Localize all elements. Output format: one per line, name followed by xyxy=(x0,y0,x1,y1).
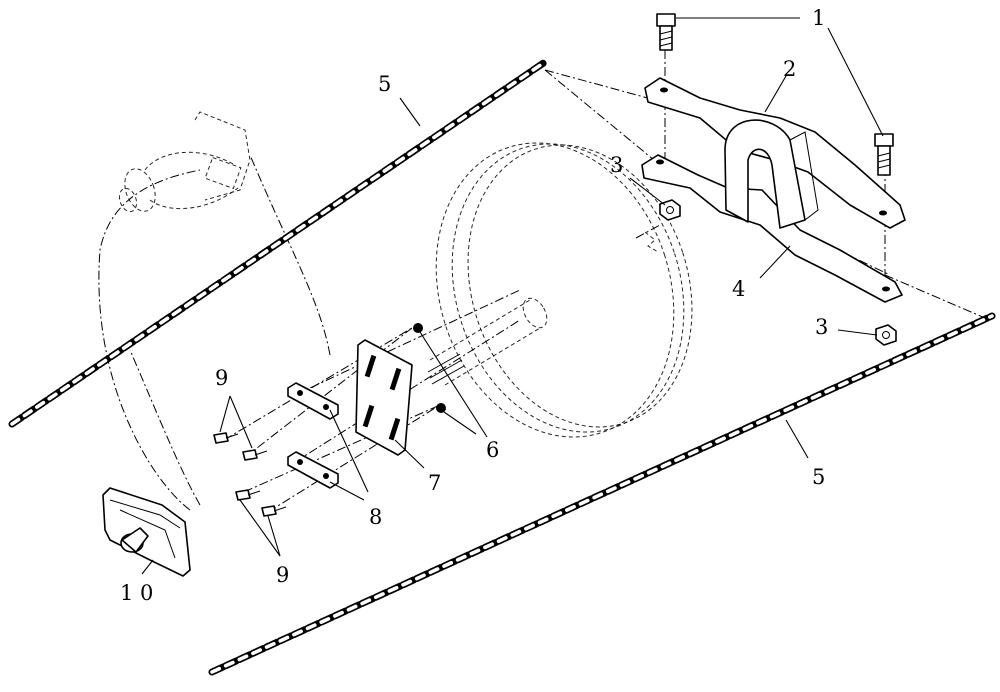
callout-6: 6 xyxy=(486,438,499,462)
mounting-plate xyxy=(355,339,413,456)
callout-2: 2 xyxy=(783,57,796,81)
leader-lines xyxy=(141,17,884,575)
axle-shaft xyxy=(427,297,548,386)
strip-lower xyxy=(287,451,339,489)
callout-labels: 1 2 3 3 4 5 5 6 7 8 9 9 1 0 xyxy=(120,6,828,605)
callout-9-upper: 9 xyxy=(215,366,228,390)
callout-7: 7 xyxy=(428,471,441,495)
bolt-right xyxy=(874,133,894,176)
callout-5-lower: 5 xyxy=(812,465,825,489)
strip-upper xyxy=(287,382,339,420)
callout-3-upper: 3 xyxy=(610,153,623,177)
callout-4: 4 xyxy=(732,277,745,301)
callout-8: 8 xyxy=(369,505,382,529)
u-clevis xyxy=(724,119,819,229)
screws xyxy=(213,432,287,517)
wheel-ghost xyxy=(435,142,693,438)
ball-lower xyxy=(436,403,446,413)
chain-upper-left xyxy=(8,58,549,428)
bolt-upper-left xyxy=(656,13,676,51)
nut-lower xyxy=(875,324,897,346)
hub-housing-ghost xyxy=(118,111,251,213)
bearing-housing xyxy=(102,487,191,577)
ball-upper xyxy=(413,323,423,333)
callout-3-lower: 3 xyxy=(815,315,828,339)
callout-1: 1 xyxy=(812,6,825,30)
chain-lower-right xyxy=(208,312,996,676)
callout-9-lower: 9 xyxy=(276,563,289,587)
callout-5-upper: 5 xyxy=(378,72,391,96)
callout-10: 1 0 xyxy=(120,581,153,605)
hanger-bracket-lower xyxy=(641,154,903,303)
